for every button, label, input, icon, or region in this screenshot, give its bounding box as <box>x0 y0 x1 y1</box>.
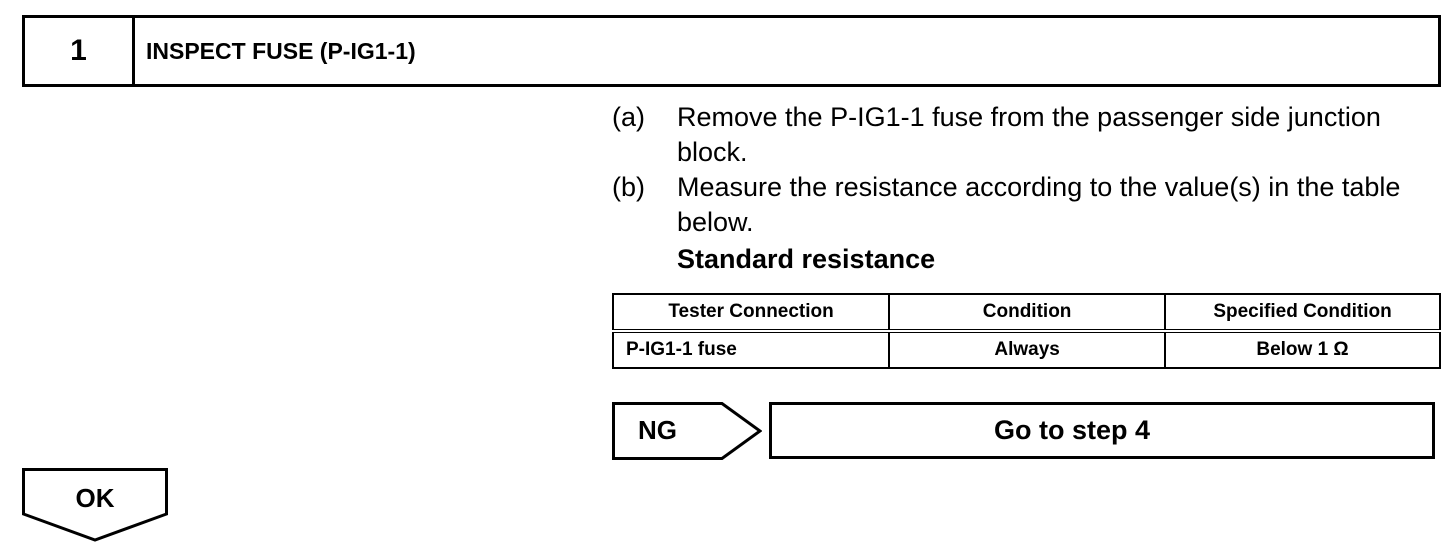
instruction-a: (a) Remove the P-IG1-1 fuse from the pas… <box>612 100 1442 170</box>
spec-table: Tester Connection Condition Specified Co… <box>611 293 1441 369</box>
table-header-row: Tester Connection Condition Specified Co… <box>611 293 1441 332</box>
header-condition: Condition <box>888 293 1167 332</box>
table-row: P-IG1-1 fuse Always Below 1 Ω <box>611 330 1441 369</box>
instruction-letter: (a) <box>612 102 645 132</box>
ok-arrow-shape <box>22 468 168 542</box>
instruction-text: Measure the resistance according to the … <box>677 172 1401 237</box>
step-header: 1 INSPECT FUSE (P-IG1-1) <box>22 15 1441 87</box>
standard-resistance-label: Standard resistance <box>677 244 936 274</box>
instruction-text: Remove the P-IG1-1 fuse from the passeng… <box>677 102 1381 167</box>
cell-tester-connection: P-IG1-1 fuse <box>611 330 891 369</box>
ng-arrow-shape <box>612 402 762 460</box>
step-number: 1 <box>25 18 135 84</box>
instructions: (a) Remove the P-IG1-1 fuse from the pas… <box>612 100 1442 278</box>
header-tester-connection: Tester Connection <box>611 293 891 332</box>
cell-specified-condition: Below 1 Ω <box>1164 330 1441 369</box>
ng-label: NG <box>638 415 677 445</box>
instruction-letter: (b) <box>612 172 645 202</box>
instruction-b: (b) Measure the resistance according to … <box>612 170 1442 240</box>
step-title: INSPECT FUSE (P-IG1-1) <box>146 37 416 64</box>
ok-label: OK <box>75 483 115 513</box>
go-to-step-box[interactable]: Go to step 4 <box>769 402 1435 459</box>
header-specified-condition: Specified Condition <box>1164 293 1441 332</box>
cell-condition: Always <box>888 330 1167 369</box>
